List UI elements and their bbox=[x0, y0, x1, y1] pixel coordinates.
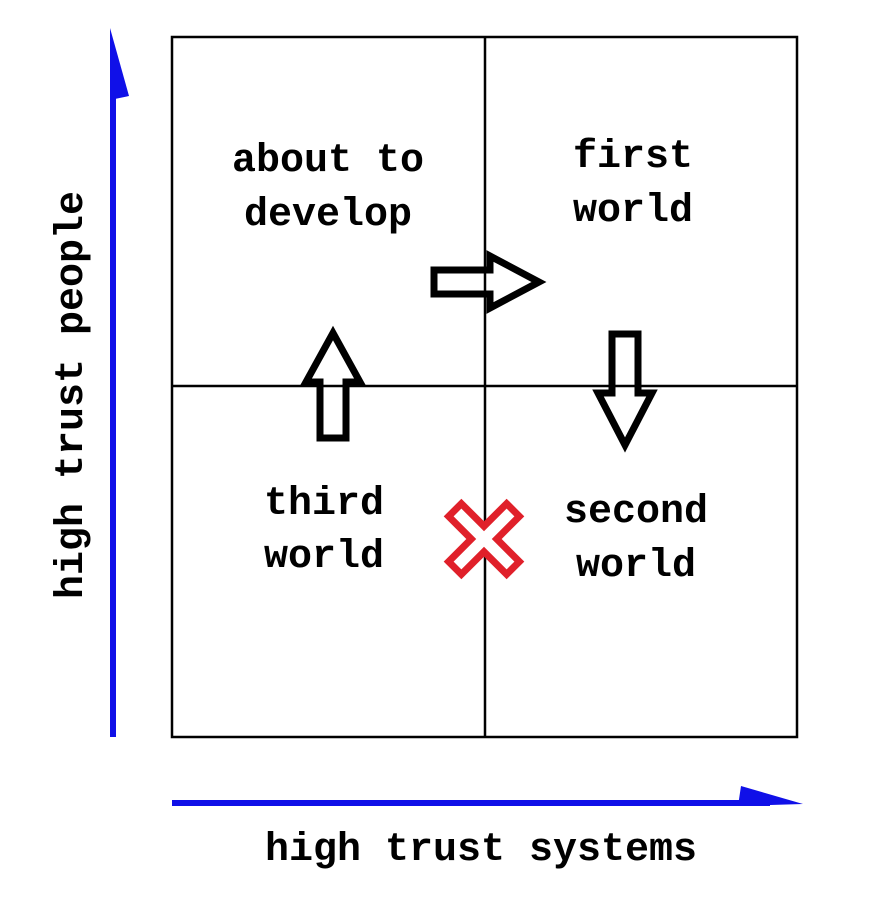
arrow-down-icon bbox=[592, 330, 658, 453]
quadrant-top-right-label-line2: world bbox=[573, 189, 693, 234]
y-axis-arrow bbox=[110, 28, 129, 737]
quadrant-top-right-label-line1: first bbox=[573, 135, 693, 180]
arrow-up-icon bbox=[300, 325, 366, 442]
arrow-right-icon bbox=[430, 250, 547, 314]
quadrant-top-left-label-line2: develop bbox=[244, 193, 412, 238]
quadrant-top-left-label-line1: about to bbox=[232, 139, 424, 184]
quadrant-grid bbox=[170, 35, 799, 739]
x-axis-label: high trust systems bbox=[265, 828, 697, 873]
quadrant-bottom-left-label-line1: third bbox=[264, 482, 384, 527]
quadrant-bottom-left-label-line2: world bbox=[264, 535, 384, 580]
x-axis-arrow bbox=[172, 786, 803, 806]
quadrant-bottom-right-label-line1: second bbox=[564, 490, 708, 535]
y-axis-label: high trust people bbox=[50, 191, 95, 599]
blocked-x-icon bbox=[443, 498, 525, 580]
quadrant-bottom-right-label-line2: world bbox=[576, 544, 696, 589]
